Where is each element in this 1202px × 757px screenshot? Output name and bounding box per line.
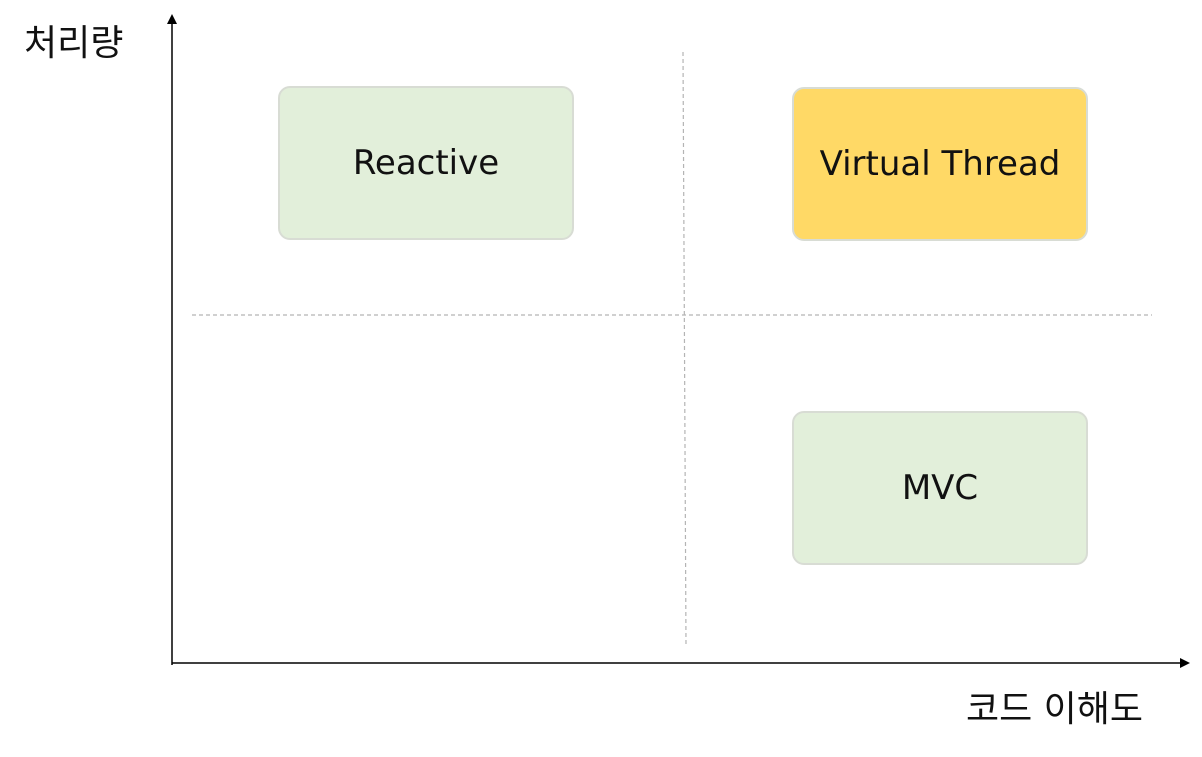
- y-axis-label: 처리량: [24, 23, 124, 64]
- x-axis-label: 코드 이해도: [966, 689, 1144, 730]
- quadrant-virtual-thread: Virtual Thread: [792, 87, 1088, 241]
- quadrant-mvc: MVC: [792, 411, 1088, 565]
- quadrant-reactive: Reactive: [278, 86, 574, 240]
- vertical-divider: [682, 51, 687, 646]
